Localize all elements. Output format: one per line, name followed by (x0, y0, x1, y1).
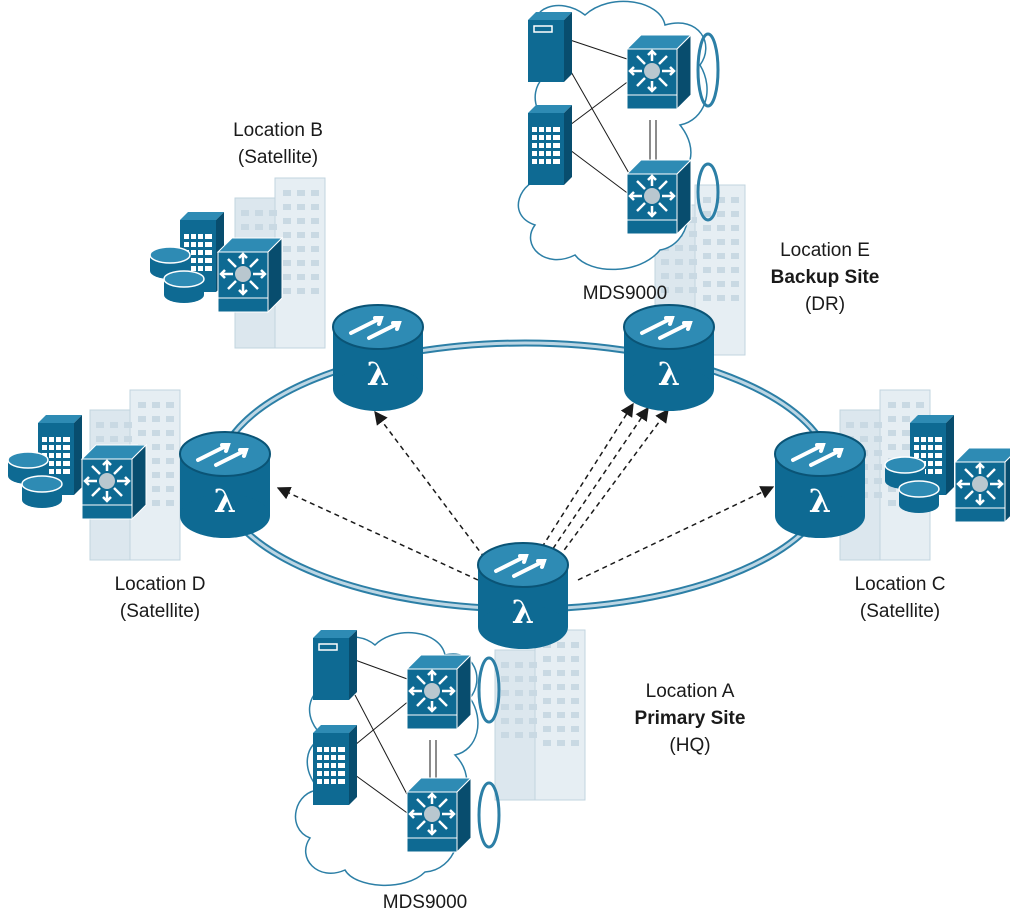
location-a-label: Location A Primary Site (HQ) (605, 678, 775, 759)
mds-switch-icon-bottom-1 (405, 653, 473, 731)
port-channel-icon-bottom-2 (477, 781, 501, 849)
dwdm-ring-node-icon-location-b (331, 303, 425, 413)
location-a-title: Location A (645, 681, 735, 702)
location-d-label: Location D (Satellite) (85, 571, 235, 625)
server-icon-top (527, 11, 573, 83)
disk-array-icon-top (528, 105, 572, 185)
mds-top-label: MDS9000 (582, 283, 668, 304)
location-b-label: Location B (Satellite) (203, 117, 353, 171)
mds-switch-icon-bottom-2 (405, 776, 473, 854)
location-c-role: (Satellite) (859, 601, 941, 622)
mds-switch-icon-location-c (953, 446, 1010, 524)
mds-bottom-label: MDS9000 (382, 892, 468, 913)
location-e-role: Backup Site (770, 267, 880, 288)
location-a-role: Primary Site (634, 708, 746, 729)
location-c-title: Location C (854, 574, 946, 595)
port-channel-icon-top-2 (696, 162, 720, 222)
mds-switch-icon-location-d (80, 443, 148, 521)
location-e-label: Location E Backup Site (DR) (740, 237, 910, 318)
location-a-code: (HQ) (669, 735, 711, 756)
location-d-title: Location D (114, 574, 206, 595)
mds-switch-icon-top-1 (625, 33, 693, 111)
disk-array-icon-bottom (313, 725, 357, 805)
location-c-label: Location C (Satellite) (825, 571, 975, 625)
location-d-role: (Satellite) (119, 601, 201, 622)
dwdm-ring-node-icon-location-a (476, 541, 570, 651)
location-b-title: Location B (233, 120, 323, 141)
port-channel-icon-bottom-1 (477, 656, 501, 724)
building-icon-location-a (494, 629, 586, 801)
location-e-code: (DR) (804, 294, 846, 315)
mds-switch-icon-location-b (216, 236, 284, 314)
dwdm-ring-node-icon-location-e (622, 303, 716, 413)
dwdm-ring-node-icon-location-d (178, 430, 272, 540)
dwdm-ring-node-icon-location-c (773, 430, 867, 540)
server-icon-bottom (312, 629, 358, 701)
mds-switch-icon-top-2 (625, 158, 693, 236)
location-e-title: Location E (780, 240, 870, 261)
port-channel-icon-top-1 (696, 32, 720, 108)
optical-links (276, 402, 775, 581)
location-b-role: (Satellite) (237, 147, 319, 168)
